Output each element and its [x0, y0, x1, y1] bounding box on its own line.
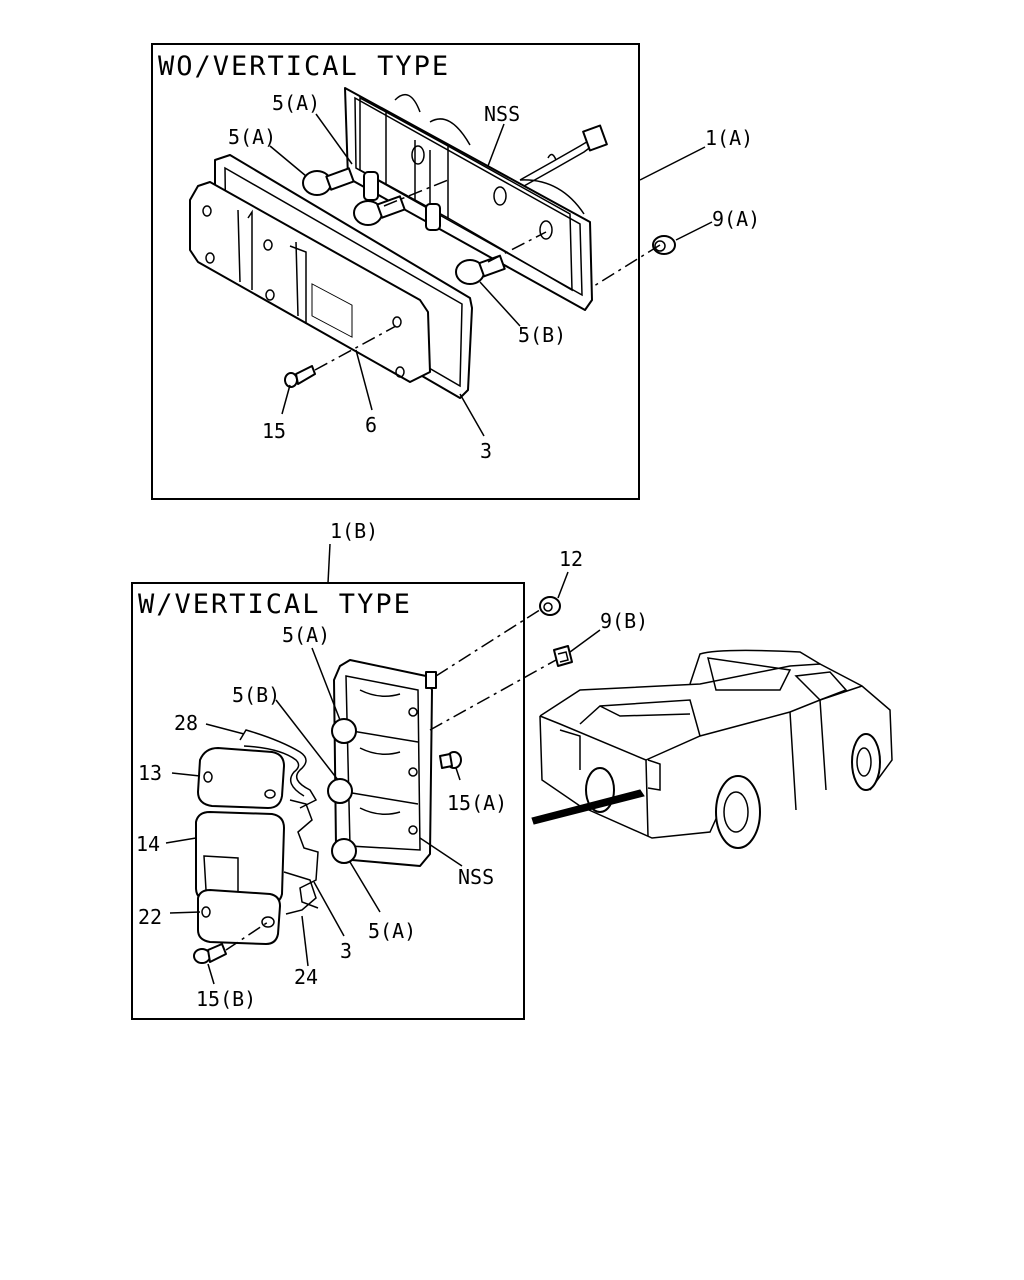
label-12: 12 — [559, 547, 583, 571]
dash-line-screw — [314, 325, 397, 371]
label-bl-24: 24 — [294, 965, 318, 989]
bulb-5a-lower-vertical — [331, 838, 357, 864]
label-bl-13: 13 — [138, 761, 162, 785]
dash-line-bulb — [383, 179, 449, 207]
leader-5a-upper — [315, 113, 353, 165]
leader-bl-5a-lower — [349, 861, 381, 913]
label-15: 15 — [262, 419, 286, 443]
label-6: 6 — [365, 413, 377, 437]
label-9a: 9(A) — [712, 207, 760, 231]
lens-14 — [195, 811, 285, 905]
dash-line-clip — [429, 659, 557, 731]
top-panel-title: WO/VERTICAL TYPE — [158, 51, 450, 82]
leader-9a — [675, 221, 713, 241]
top-panel-wo-vertical: WO/VERTICAL TYPE — [151, 43, 760, 500]
bulb-5a-top-center — [353, 195, 406, 226]
label-5b: 5(B) — [518, 323, 566, 347]
leader-bl-13 — [171, 772, 201, 777]
bulb-5b-top — [455, 254, 506, 285]
label-bl-5a-lower: 5(A) — [368, 919, 416, 943]
pickup-truck-illustration — [531, 649, 893, 849]
dash-line-nut — [593, 244, 661, 287]
leader-15 — [281, 384, 291, 415]
bulb-5b-vertical — [327, 778, 353, 804]
leader-bl-1b — [327, 543, 331, 584]
leader-bl-3 — [313, 881, 345, 937]
wire-connector — [519, 124, 608, 187]
label-bl-22: 22 — [138, 905, 162, 929]
screw-15b — [193, 943, 227, 964]
clip-9b — [553, 645, 573, 667]
label-nss: NSS — [484, 102, 520, 126]
leader-bl-28 — [205, 723, 245, 735]
label-bl-15a: 15(A) — [447, 791, 507, 815]
leader-bl-15a — [455, 767, 461, 781]
label-bl-14: 14 — [136, 832, 160, 856]
bulb-5a-top-left — [302, 167, 355, 196]
label-bl-5b: 5(B) — [232, 683, 280, 707]
label-bl-15b: 15(B) — [196, 987, 256, 1011]
nut-12 — [539, 596, 561, 616]
gasket-3-vertical — [289, 799, 319, 909]
lens-6 — [189, 181, 431, 383]
gasket-24 — [283, 871, 317, 915]
leader-bl-9b — [569, 629, 601, 653]
leader-bl-15b — [207, 963, 215, 985]
screw-15 — [284, 365, 316, 388]
leader-nss — [487, 123, 505, 167]
leader-bl-22 — [169, 911, 201, 914]
label-3: 3 — [480, 439, 492, 463]
leader-3 — [459, 393, 485, 437]
dash-line-nut-12 — [435, 605, 547, 677]
label-bl-nss: NSS — [458, 865, 494, 889]
leader-bl-12 — [557, 571, 569, 599]
bottom-panel-w-vertical: W/VERTICAL TYPE — [131, 543, 601, 1020]
lens-22 — [197, 889, 281, 945]
leader-5a-left — [269, 145, 307, 177]
label-bl-28: 28 — [174, 711, 198, 735]
bottom-panel-title: W/VERTICAL TYPE — [138, 589, 412, 620]
top-panel-frame — [151, 43, 640, 500]
leader-bl-14 — [165, 837, 197, 844]
dash-line-15b — [225, 921, 269, 951]
screw-15a — [439, 751, 462, 769]
label-5a-upper: 5(A) — [272, 91, 320, 115]
gasket-28 — [239, 729, 318, 809]
leader-bl-24 — [301, 915, 309, 967]
leader-1a — [639, 146, 706, 181]
label-9b: 9(B) — [600, 609, 648, 633]
nut-9a — [652, 235, 676, 255]
label-5a-left: 5(A) — [228, 125, 276, 149]
leader-6 — [355, 349, 373, 411]
socket-pegs — [363, 171, 441, 231]
lamp-housing-1a — [344, 87, 593, 311]
dash-line-bulb-b — [487, 231, 547, 263]
bulb-5a-upper-vertical — [331, 718, 357, 744]
leader-bl-nss — [419, 837, 463, 867]
leader-bl-5a-upper — [311, 647, 341, 721]
lens-13 — [197, 747, 285, 809]
label-bl-3: 3 — [340, 939, 352, 963]
leader-bl-5b — [275, 699, 339, 781]
label-1b: 1(B) — [330, 519, 378, 543]
label-bl-5a-upper: 5(A) — [282, 623, 330, 647]
label-1a: 1(A) — [705, 126, 753, 150]
leader-5b — [479, 281, 521, 327]
vertical-lamp-housing — [333, 659, 437, 867]
